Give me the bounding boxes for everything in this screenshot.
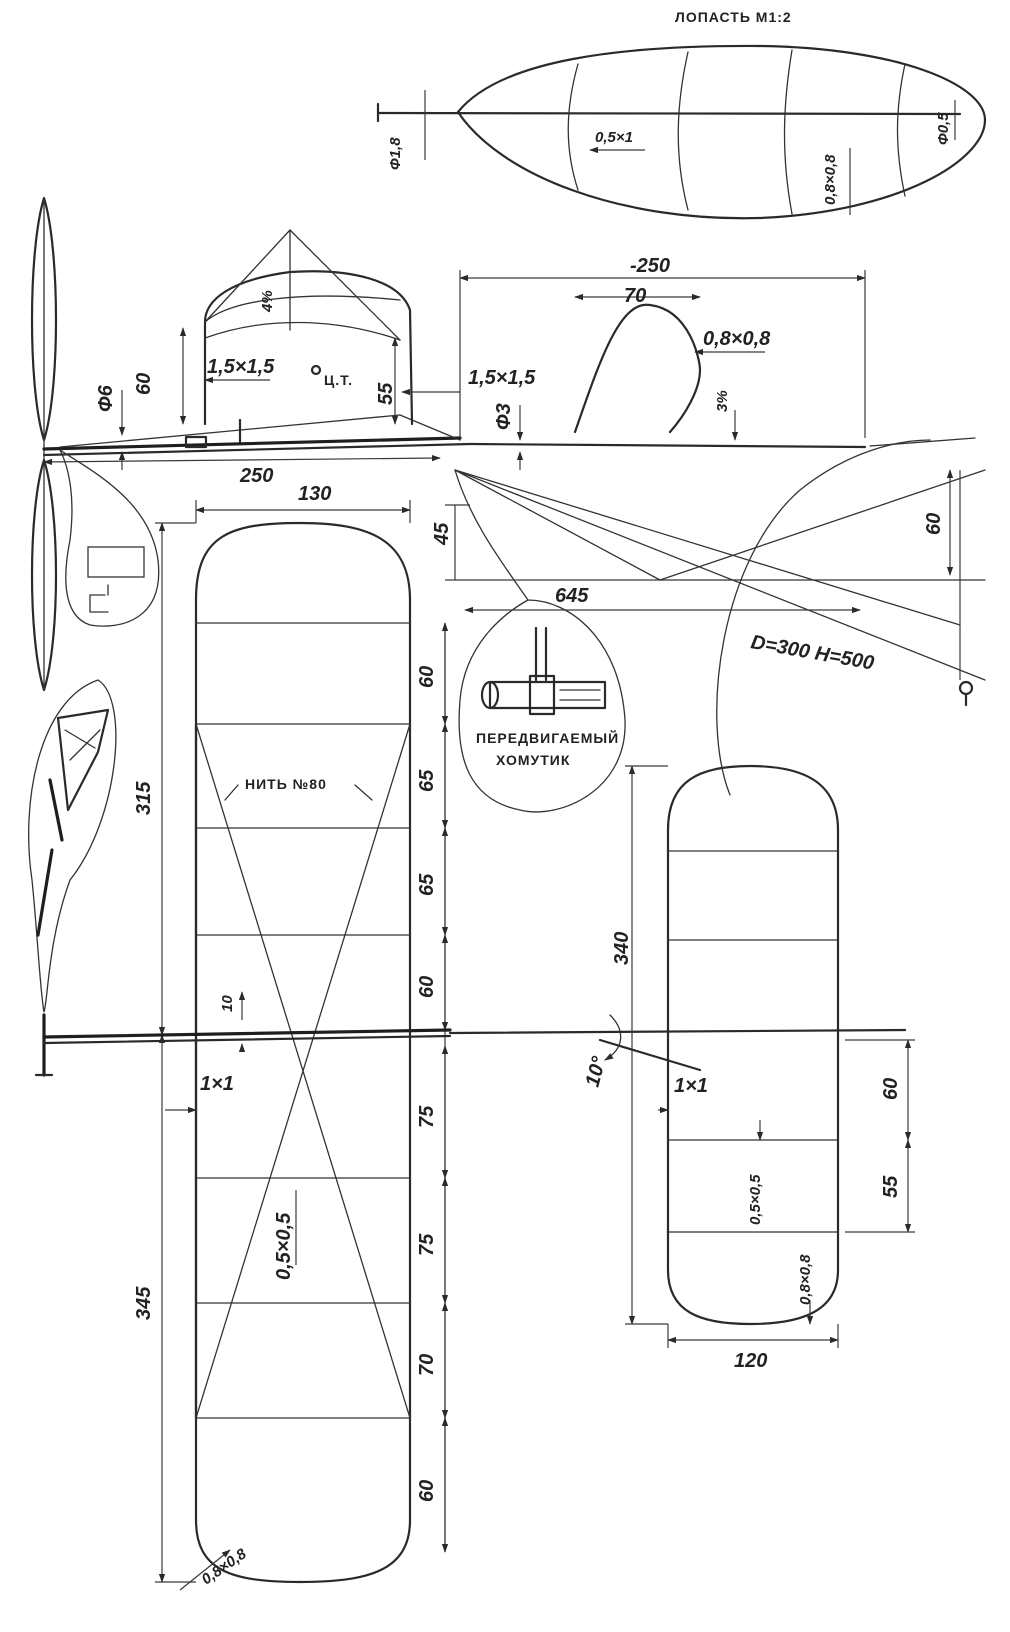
collar-label-line2: ХОМУТИК: [496, 752, 570, 768]
propeller-blade-detail: ЛОПАСТЬ М1:2 Ф1,8 0,5×1 0,8×0,8 Ф0,5: [376, 9, 987, 220]
stabilizer-plan-view: 340 60 55 0,5×0,5 0,8×0,8 1×1 120: [611, 764, 915, 1372]
dim-rudder-length: 645: [555, 585, 589, 607]
nose-hook-detail: [59, 449, 160, 627]
dim-fin-base: -250: [630, 255, 670, 277]
dim-fin-camber: 3%: [714, 390, 731, 412]
rib-spacing-6: 75: [416, 1233, 438, 1256]
dim-stabilizer-outline: 0,8×0,8: [797, 1254, 814, 1305]
dim-cabin-height: 60: [133, 373, 155, 395]
motor-stick-detail: [28, 679, 117, 1077]
rib-spacing-1: 60: [416, 666, 438, 688]
dim-stabilizer-rib-1: 60: [880, 1078, 902, 1100]
dim-cabin-strut-a: 1,5×1,5: [207, 356, 275, 378]
dim-cabin-camber: 4%: [259, 290, 276, 313]
dim-fin-outline: 0,8×0,8: [703, 328, 771, 350]
dim-stabilizer-edge: 1×1: [674, 1075, 708, 1097]
collar-label-line1: ПЕРЕДВИГАЕМЫЙ: [476, 729, 619, 746]
dim-rudder-height: 45: [431, 522, 453, 546]
dim-stabilizer-span: 340: [611, 932, 633, 965]
thread-label: НИТЬ №80: [245, 776, 327, 792]
dim-rear-diameter: Ф3: [493, 403, 515, 430]
dim-wing-outline: 0,8×0,8: [199, 1545, 251, 1588]
blade-title: ЛОПАСТЬ М1:2: [675, 9, 792, 25]
fuselage-side-view: 60 4% 1,5×1,5 Ц.Т. 55 1,5×1,5 Ф6 Ф3 250 …: [42, 229, 976, 487]
propeller-side-view: [30, 196, 58, 692]
rib-spacing-3: 65: [416, 873, 438, 896]
blade-spar-size: 0,5×1: [595, 129, 633, 146]
dim-fuselage-length: 250: [239, 465, 273, 487]
blade-tip-diameter: Ф0,5: [935, 112, 952, 145]
dim-spar-gap: 10: [219, 995, 236, 1012]
flight-circle-params: D=300 H=500: [749, 631, 875, 674]
dim-wing-half-lower: 345: [133, 1286, 155, 1320]
rib-spacing-5: 75: [416, 1105, 438, 1128]
fuselage-top-view: 10°: [42, 1014, 907, 1089]
rib-spacing-8: 60: [416, 1480, 438, 1502]
blade-rib-size: 0,8×0,8: [822, 154, 839, 205]
dim-rudder-side: 60: [923, 513, 945, 535]
dim-cabin-strut-b: 1,5×1,5: [468, 367, 536, 389]
center-of-gravity: Ц.Т.: [324, 372, 353, 388]
blade-root-diameter: Ф1,8: [387, 137, 404, 170]
dim-stabilizer-chord: 120: [734, 1350, 767, 1372]
dim-fin-width: 70: [624, 285, 646, 307]
dim-front-diameter: Ф6: [95, 384, 117, 412]
dim-wing-half-upper: 315: [133, 781, 155, 815]
sliding-collar-detail: ПЕРЕДВИГАЕМЫЙ ХОМУТИК: [454, 469, 626, 813]
dim-stabilizer-rib-2: 55: [880, 1175, 902, 1198]
rib-spacing-7: 70: [416, 1354, 438, 1376]
dim-wing-edge: 1×1: [200, 1073, 234, 1095]
dim-cabin-rear-height: 55: [375, 382, 397, 405]
rib-spacing-4: 60: [416, 976, 438, 998]
dim-wing-chord: 130: [298, 483, 331, 505]
dim-stabilizer-rib-size: 0,5×0,5: [747, 1174, 764, 1225]
dim-wing-rib-size: 0,5×0,5: [273, 1212, 295, 1280]
rib-spacing-2: 65: [416, 769, 438, 792]
